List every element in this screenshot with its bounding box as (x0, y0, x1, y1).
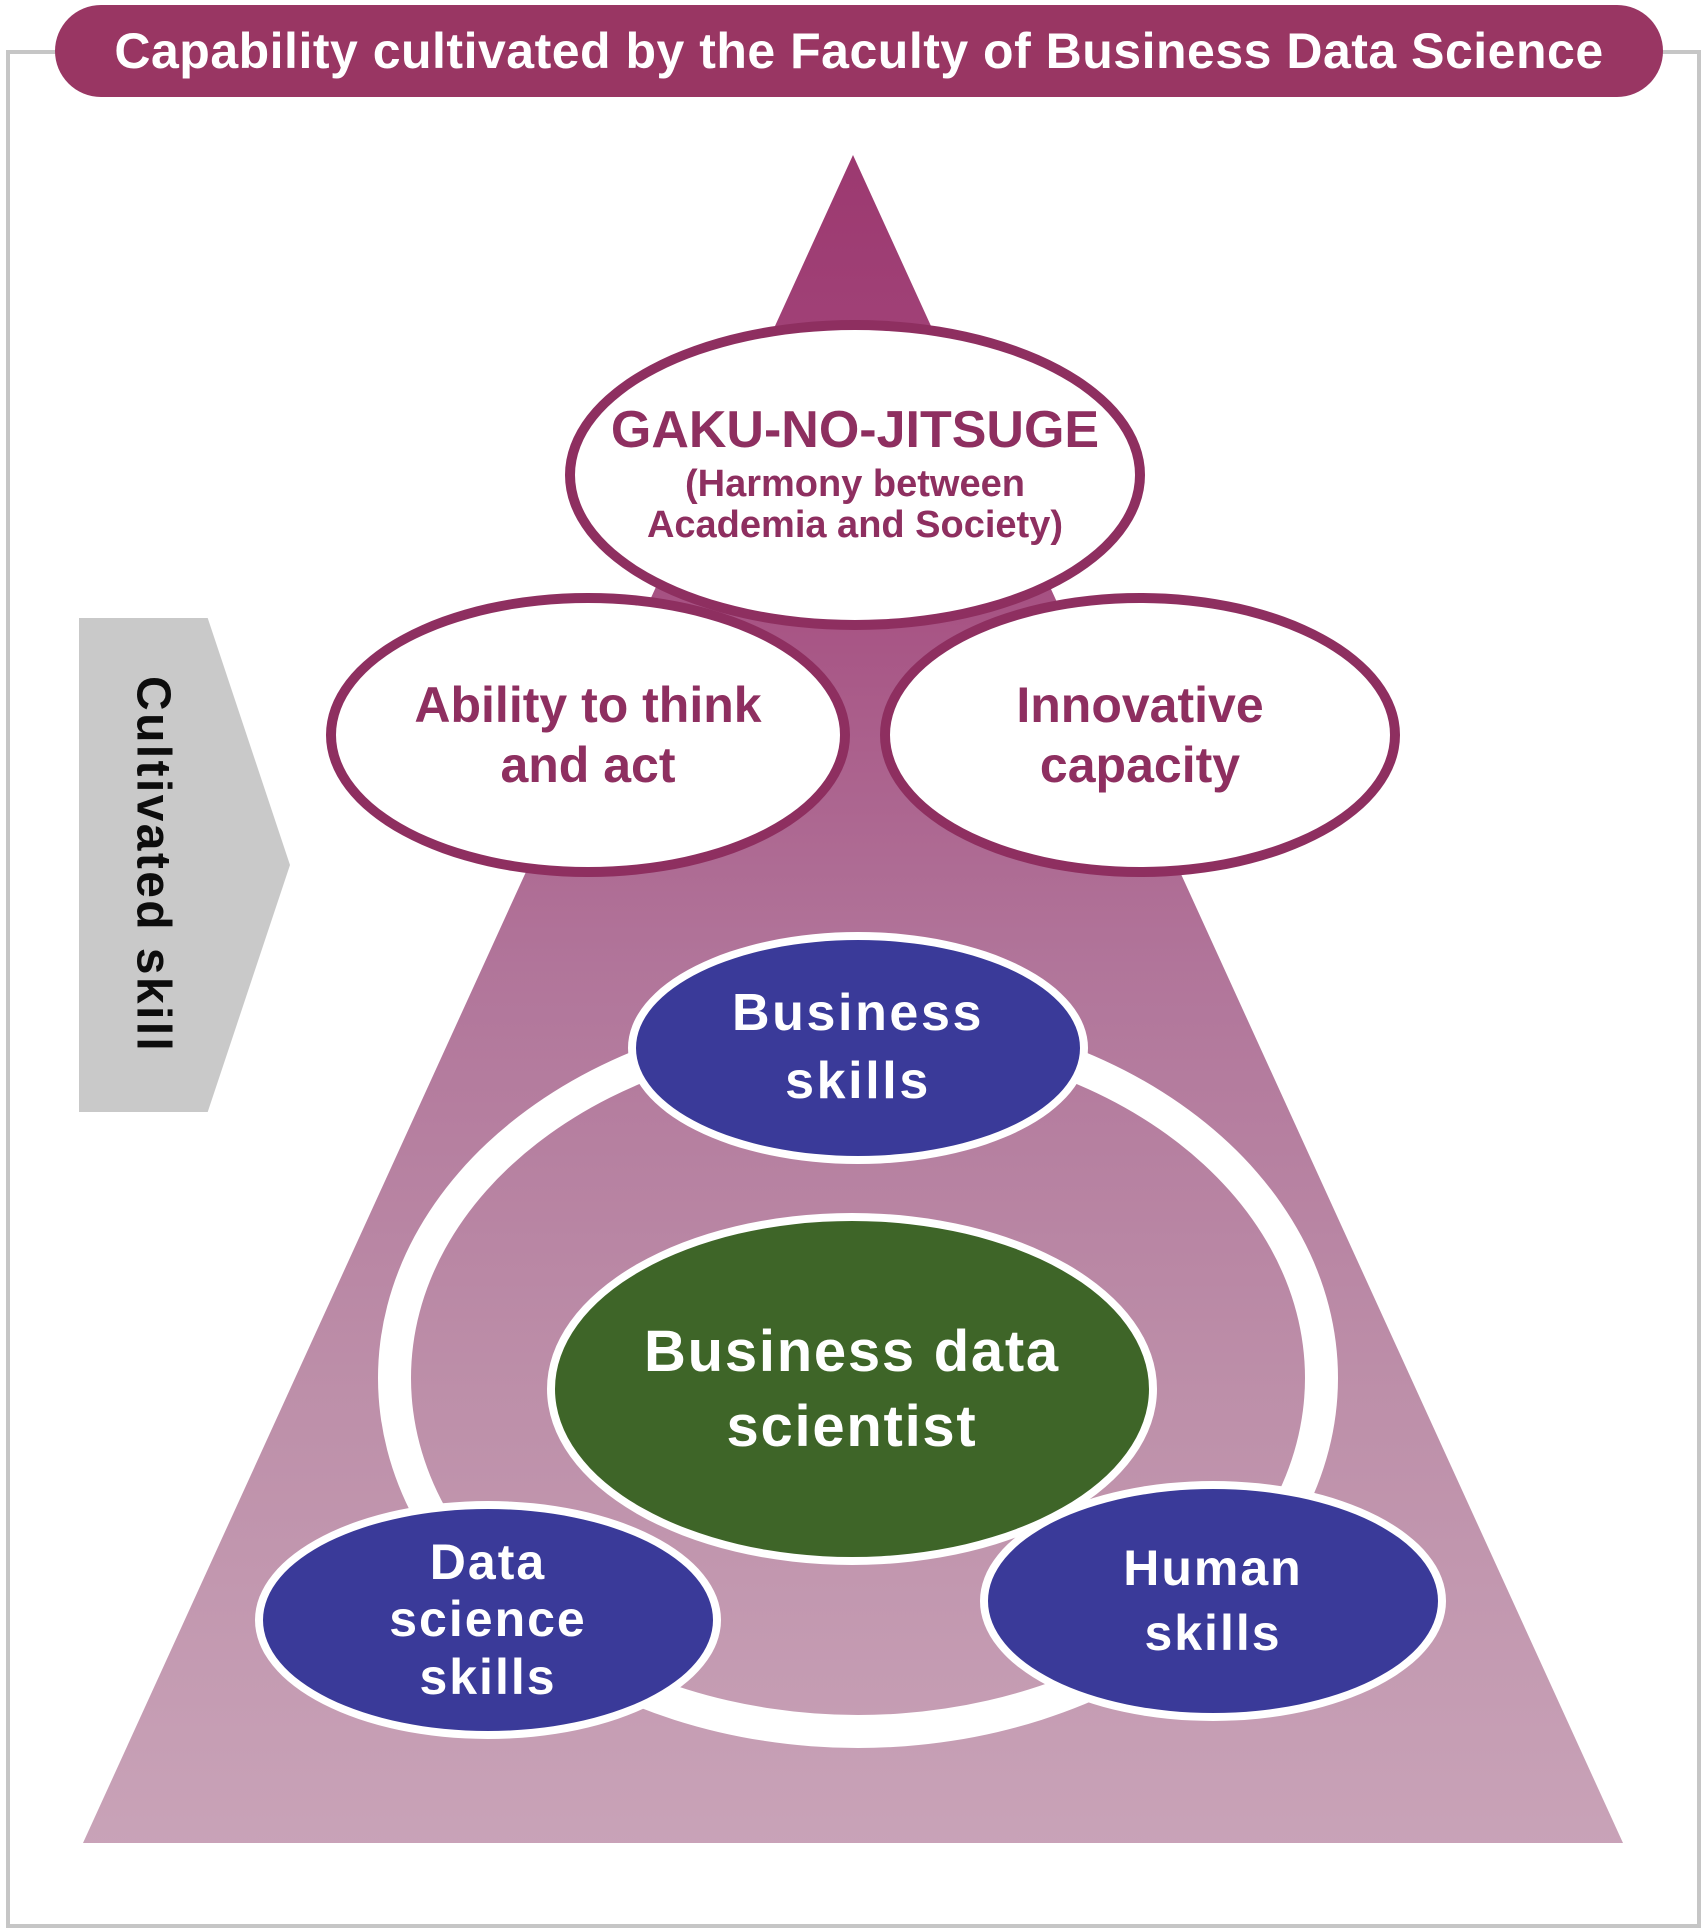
business-data-scientist-ellipse: Business data scientist (547, 1213, 1157, 1565)
gaku-subtitle: (Harmony between Academia and Society) (646, 462, 1064, 547)
ability-label: Ability to think and act (414, 677, 762, 793)
gaku-no-jitsuge-ellipse: GAKU-NO-JITSUGE (Harmony between Academi… (565, 320, 1145, 630)
data-science-skills-ellipse: Data science skills (255, 1501, 721, 1739)
business-skills-label: Business skills (731, 984, 984, 1110)
innovative-capacity-ellipse: Innovative capacity (880, 593, 1400, 877)
human-skills-ellipse: Human skills (980, 1481, 1446, 1721)
page-title: Capability cultivated by the Faculty of … (114, 23, 1604, 79)
ability-to-think-ellipse: Ability to think and act (326, 593, 850, 877)
business-data-scientist-label: Business data scientist (644, 1318, 1060, 1459)
data-science-skills-label: Data science skills (389, 1533, 587, 1705)
cultivated-skill-label: Cultivated skill (126, 676, 180, 1054)
business-skills-ellipse: Business skills (628, 932, 1088, 1164)
innovative-label: Innovative capacity (1016, 677, 1264, 793)
human-skills-label: Human skills (1123, 1540, 1303, 1661)
title-banner: Capability cultivated by the Faculty of … (55, 5, 1663, 97)
gaku-title: GAKU-NO-JITSUGE (610, 400, 1100, 459)
